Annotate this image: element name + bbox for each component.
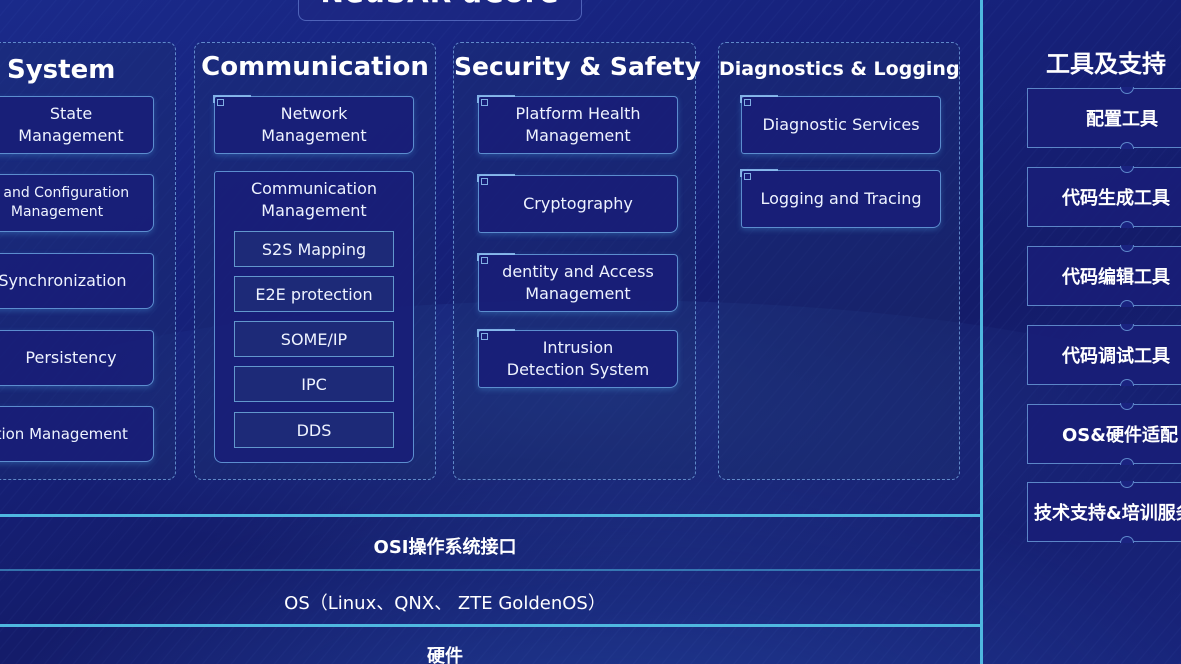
comm-item-s2s-mapping[interactable]: S2S Mapping [234,231,394,267]
tool-tech-support-training[interactable]: 技术支持&培训服务 [1027,481,1181,543]
module-cryptography[interactable]: Cryptography [477,174,678,233]
platform-title-box: NeuSAR aCore [298,0,582,21]
module-intrusion-detection-system[interactable]: Intrusion Detection System [477,329,678,388]
tool-config[interactable]: 配置工具 [1027,87,1181,149]
platform-title: NeuSAR aCore [321,0,560,7]
connector-notch [1120,379,1134,386]
tool-code-editor[interactable]: 代码编辑工具 [1027,245,1181,307]
module-time-synchronization[interactable]: e Synchronization [0,253,154,309]
layer-osi-interface: OSI操作系统接口 [373,537,517,558]
module-platform-health-management[interactable]: Platform Health Management [477,95,678,154]
communication-management-label: Communication Management [250,179,378,220]
divider-os-top [0,569,982,571]
group-title-security: Security & Safety [454,52,701,81]
connector-notch [1120,324,1134,331]
module-execution-management[interactable]: ution Management [0,406,154,462]
connector-notch [1120,403,1134,410]
divider-vertical [980,0,983,664]
module-diagnostic-services[interactable]: Diagnostic Services [740,95,941,154]
comm-item-ipc[interactable]: IPC [234,366,394,402]
module-persistency[interactable]: Persistency [0,330,154,386]
module-identity-access-management[interactable]: dentity and Access Management [477,253,678,312]
group-title-communication: Communication [201,52,429,82]
module-update-config-management[interactable]: te and Configuration Management [0,174,154,232]
connector-notch [1120,481,1134,488]
module-network-management[interactable]: Network Management [213,95,414,154]
tools-title: 工具及支持 [1046,50,1166,78]
comm-item-someip[interactable]: SOME/IP [234,321,394,357]
divider-osi-top [0,514,982,517]
tool-code-debugger[interactable]: 代码调试工具 [1027,324,1181,386]
comm-item-dds[interactable]: DDS [234,412,394,448]
connector-notch [1120,221,1134,228]
connector-notch [1120,142,1134,149]
group-title-system: System [7,55,116,85]
tool-os-hardware-adaptation[interactable]: OS&硬件适配 [1027,403,1181,465]
layer-os: OS（Linux、QNX、 ZTE GoldenOS） [284,593,606,614]
connector-notch [1120,536,1134,543]
connector-notch [1120,458,1134,465]
comm-item-e2e-protection[interactable]: E2E protection [234,276,394,312]
group-title-diagnostics: Diagnostics & Logging [719,58,960,80]
layer-hardware: 硬件 [427,646,463,664]
module-state-management[interactable]: State Management [0,96,154,154]
connector-notch [1120,87,1134,94]
connector-notch [1120,300,1134,307]
module-logging-tracing[interactable]: Logging and Tracing [740,169,941,228]
connector-notch [1120,245,1134,252]
connector-notch [1120,166,1134,173]
tool-codegen[interactable]: 代码生成工具 [1027,166,1181,228]
divider-hardware-top [0,624,982,627]
